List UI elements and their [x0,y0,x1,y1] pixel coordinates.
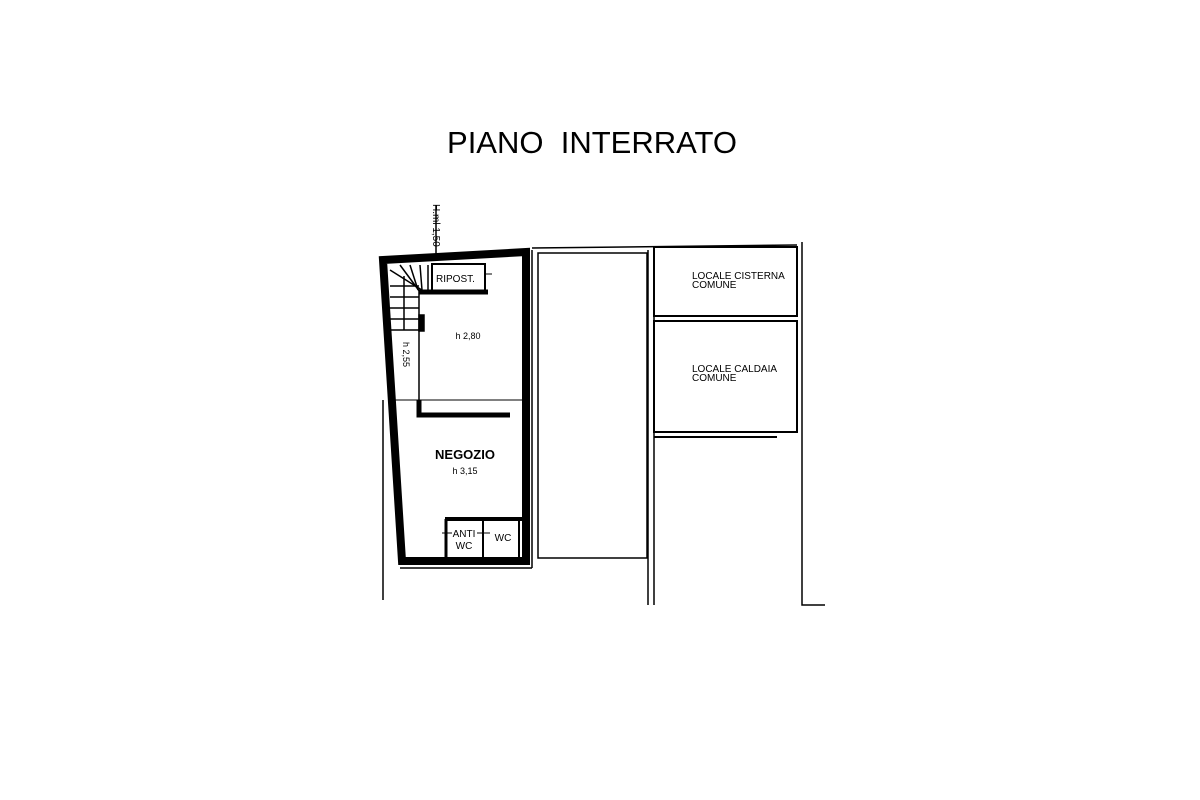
common-area [531,242,825,606]
negozio-label: NEGOZIO [435,447,495,462]
negozio-height-label: h 3,15 [452,466,477,476]
ripost-label: RIPOST. [436,274,475,285]
staircase [389,264,429,332]
caldaia-label-2: COMUNE [692,373,737,384]
caldaia-label: LOCALE CALDAIA [692,364,777,375]
cisterna-label-2: COMUNE [692,280,737,291]
wc-label: WC [495,533,512,544]
anti-wc-label: ANTI [453,529,476,540]
corridor-height-label: h 2,55 [401,342,411,367]
anti-wc-label-2: WC [456,541,473,552]
unit-walls [378,205,533,600]
cisterna-label: LOCALE CISTERNA [692,271,785,282]
upper-height-label: h 2,80 [455,331,480,341]
stair-height-label: H.ml 1,50 [430,204,441,247]
plan-title: PIANO INTERRATO [447,125,737,160]
